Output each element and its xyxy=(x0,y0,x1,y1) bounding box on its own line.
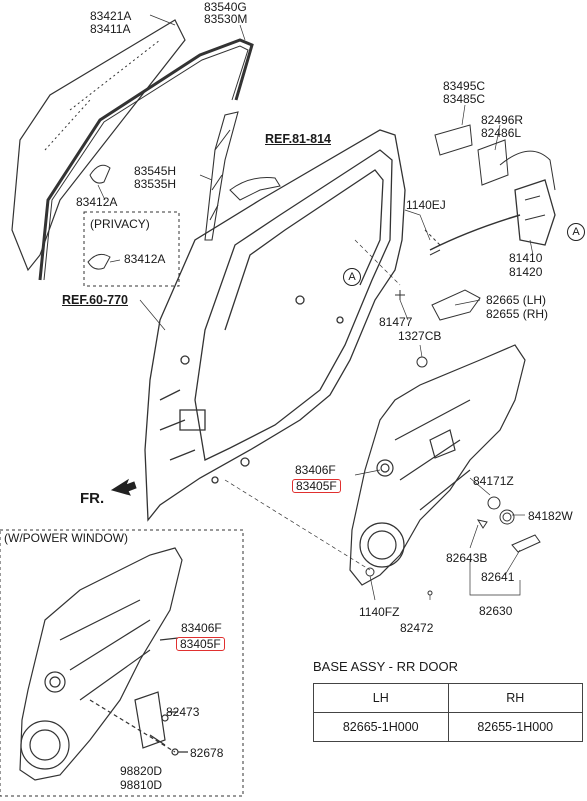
label-84171z: 84171Z xyxy=(473,474,514,488)
door-glass xyxy=(11,19,186,272)
label-83405f-pw-highlighted: 83405F xyxy=(176,637,225,651)
label-81420: 81420 xyxy=(509,265,543,279)
window-regulator-panel xyxy=(349,344,526,586)
label-83412a: 83412A xyxy=(76,195,118,209)
front-direction-label: FR. xyxy=(80,490,105,507)
label-98810d: 98810D xyxy=(120,778,163,792)
outside-handle-base xyxy=(431,289,481,321)
label-83421a: 83421A xyxy=(90,9,132,23)
regulator-small-parts xyxy=(476,496,541,553)
label-83485c: 83485C xyxy=(443,92,486,106)
callout-a-latch: A xyxy=(567,223,585,241)
ref-81-814: REF.81-814 xyxy=(265,132,332,146)
label-83495c: 83495C xyxy=(443,79,486,93)
front-direction-arrow xyxy=(110,478,137,496)
label-1140ej: 1140EJ xyxy=(406,198,446,212)
power-window-regulator xyxy=(19,547,188,781)
privacy-box xyxy=(83,211,180,287)
label-83405f-highlighted: 83405F xyxy=(292,479,341,493)
label-83406f-pw: 83406F xyxy=(181,621,222,635)
latch-cable xyxy=(424,214,521,256)
base-assy-title: BASE ASSY - RR DOOR xyxy=(313,659,458,674)
label-81477: 81477 xyxy=(379,315,413,329)
label-83412a-privacy: 83412A xyxy=(124,252,166,266)
label-83411a: 83411A xyxy=(90,22,131,36)
label-83545h: 83545H xyxy=(134,164,177,178)
label-82665-lh: 82665 (LH) xyxy=(486,293,547,307)
cell-rh-part: 82655-1H000 xyxy=(447,712,583,742)
callout-a-door: A xyxy=(343,268,361,286)
label-82472: 82472 xyxy=(400,621,434,635)
label-1327cb: 1327CB xyxy=(398,329,442,343)
power-window-box xyxy=(0,529,244,797)
label-98820d: 98820D xyxy=(120,764,163,778)
ref-60-770: REF.60-770 xyxy=(62,293,129,307)
label-83540g: 83540G xyxy=(204,0,247,14)
base-assy-table: LH RH 82665-1H000 82655-1H000 xyxy=(313,683,583,742)
label-82641: 82641 xyxy=(481,570,515,584)
label-privacy: (PRIVACY) xyxy=(90,217,150,231)
label-83406f: 83406F xyxy=(295,463,336,477)
label-82678: 82678 xyxy=(190,746,224,760)
inside-handle xyxy=(87,164,281,270)
label-84182w: 84182W xyxy=(528,509,573,523)
leader-lines xyxy=(97,14,534,601)
cell-lh-part: 82665-1H000 xyxy=(313,712,449,742)
label-82630: 82630 xyxy=(479,604,513,618)
sash-channel xyxy=(204,111,239,241)
label-83535h: 83535H xyxy=(134,177,177,191)
glass-run-channel xyxy=(38,38,254,281)
table-row: 82665-1H000 82655-1H000 xyxy=(313,712,583,742)
label-82473: 82473 xyxy=(166,705,200,719)
door-latch xyxy=(434,124,556,246)
label-82643b: 82643B xyxy=(446,551,488,565)
label-1140fz: 1140FZ xyxy=(359,605,400,619)
door-body xyxy=(144,129,406,522)
label-82486l: 82486L xyxy=(481,126,522,140)
header-lh: LH xyxy=(313,683,449,713)
label-82655-rh: 82655 (RH) xyxy=(486,307,549,321)
table-header-row: LH RH xyxy=(313,683,583,713)
label-83530m: 83530M xyxy=(204,12,248,26)
header-rh: RH xyxy=(447,683,583,713)
label-82496r: 82496R xyxy=(481,113,524,127)
label-power-window: (W/POWER WINDOW) xyxy=(4,531,128,545)
label-81410: 81410 xyxy=(509,251,543,265)
